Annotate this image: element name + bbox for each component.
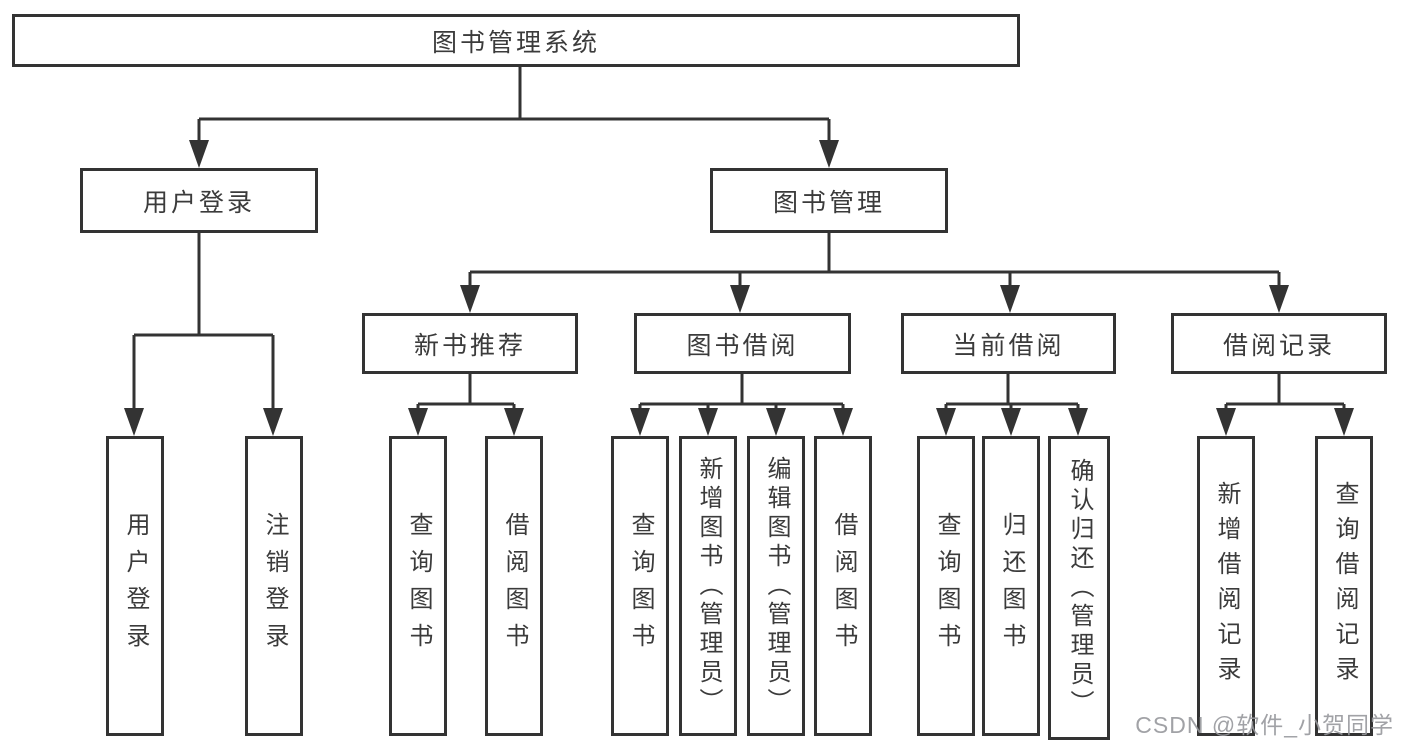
node-leaf-br-add-record: 新增借阅记录 — [1197, 436, 1255, 736]
leaf-label: 确认归还（管理员） — [1066, 457, 1093, 719]
connector-line — [638, 372, 845, 414]
node-leaf-bb-edit-books-admin: 编辑图书（管理员） — [747, 436, 805, 736]
node-leaf-cb-query-books: 查询图书 — [917, 436, 975, 736]
node-new-book-rec-label: 新书推荐 — [413, 331, 526, 360]
node-leaf-br-query-record: 查询借阅记录 — [1315, 436, 1373, 736]
node-leaf-cb-return-books: 归还图书 — [982, 436, 1040, 736]
leaf-label: 查询借阅记录 — [1331, 481, 1358, 691]
leaf-label: 新增图书（管理员） — [695, 455, 722, 717]
connector-line — [1224, 372, 1346, 414]
node-user-login-label: 用户登录 — [142, 188, 255, 217]
node-leaf-bb-borrow-books: 借阅图书 — [814, 436, 872, 736]
node-leaf-nbr-borrow-books: 借阅图书 — [485, 436, 543, 736]
arrowheads — [460, 285, 1289, 313]
connector-borrow-records — [1216, 372, 1354, 436]
node-user-login: 用户登录 — [80, 168, 318, 233]
node-current-borrow-label: 当前借阅 — [952, 331, 1065, 360]
node-leaf-bb-query-books: 查询图书 — [611, 436, 669, 736]
node-borrow-records-label: 借阅记录 — [1222, 331, 1335, 360]
connector-new-book-rec — [408, 372, 524, 436]
connector-book-mgmt — [460, 232, 1289, 313]
leaf-label: 借阅图书 — [501, 512, 528, 660]
connector-line — [944, 372, 1080, 414]
leaf-label: 编辑图书（管理员） — [763, 455, 790, 717]
node-new-book-rec: 新书推荐 — [362, 313, 578, 374]
leaf-label: 用户登录 — [122, 512, 149, 660]
arrowheads — [936, 408, 1088, 436]
leaf-label: 查询图书 — [405, 512, 432, 660]
connector-book-borrow — [630, 372, 853, 436]
node-book-mgmt: 图书管理 — [710, 168, 948, 233]
arrowheads — [630, 408, 853, 436]
node-root-system: 图书管理系统 — [12, 14, 1020, 67]
leaf-label: 查询图书 — [627, 512, 654, 660]
node-leaf-bb-add-books-admin: 新增图书（管理员） — [679, 436, 737, 736]
connector-line — [197, 67, 831, 145]
leaf-label: 注销登录 — [261, 512, 288, 660]
leaf-label: 查询图书 — [933, 512, 960, 660]
connector-root-to-level2 — [189, 67, 839, 168]
connector-line — [468, 232, 1281, 289]
arrowheads — [124, 408, 283, 436]
arrowheads — [408, 408, 524, 436]
connector-current-borrow — [936, 372, 1088, 436]
leaf-label: 借阅图书 — [830, 512, 857, 660]
node-book-mgmt-label: 图书管理 — [772, 188, 885, 217]
node-leaf-nbr-query-books: 查询图书 — [389, 436, 447, 736]
node-leaf-logout: 注销登录 — [245, 436, 303, 736]
connector-line — [132, 232, 275, 412]
arrowheads — [1216, 408, 1354, 436]
connector-line — [416, 372, 516, 414]
watermark: CSDN @软件_小贺同学 — [1135, 712, 1394, 738]
node-leaf-cb-confirm-return-admin: 确认归还（管理员） — [1048, 436, 1110, 740]
node-book-borrow: 图书借阅 — [634, 313, 851, 374]
connector-user-login — [124, 232, 283, 436]
leaf-label: 归还图书 — [998, 512, 1025, 660]
leaf-label: 新增借阅记录 — [1213, 481, 1240, 691]
node-current-borrow: 当前借阅 — [901, 313, 1116, 374]
arrowheads — [189, 140, 839, 168]
node-borrow-records: 借阅记录 — [1171, 313, 1387, 374]
node-leaf-user-login: 用户登录 — [106, 436, 164, 736]
node-book-borrow-label: 图书借阅 — [686, 331, 799, 360]
node-root-label: 图书管理系统 — [431, 28, 600, 57]
